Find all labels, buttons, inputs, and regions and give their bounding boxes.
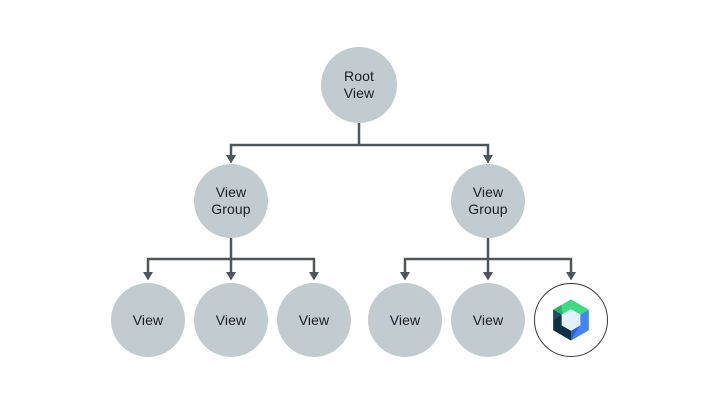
node-view-group-right: View Group <box>451 164 525 238</box>
node-view-4: View <box>368 283 442 357</box>
node-view-2: View <box>194 283 268 357</box>
node-label: View <box>132 311 164 328</box>
arrowhead-icon <box>143 272 153 281</box>
node-label: View <box>215 311 247 328</box>
arrowhead-icon <box>566 272 576 281</box>
compose-logo-left-shade <box>553 309 563 321</box>
node-root-view: Root View <box>321 47 397 123</box>
arrowhead-icon <box>309 272 319 281</box>
compose-logo-top-shade <box>553 304 563 316</box>
jetpack-compose-icon <box>553 299 589 341</box>
connector-root-rail <box>229 143 490 156</box>
arrowhead-icon <box>400 272 410 281</box>
node-label: View <box>389 311 421 328</box>
compose-logo-inner-hexagon <box>561 309 581 331</box>
node-label: View Group <box>211 184 251 217</box>
node-label: View <box>472 311 504 328</box>
arrowhead-icon <box>226 272 236 281</box>
arrowhead-icon <box>483 155 493 164</box>
node-label: View <box>298 311 330 328</box>
node-compose <box>534 283 608 357</box>
arrowhead-icon <box>483 272 493 281</box>
node-view-group-left: View Group <box>194 164 268 238</box>
node-label: View Group <box>468 184 508 217</box>
node-view-5: View <box>451 283 525 357</box>
arrowhead-icon <box>226 155 236 164</box>
node-view-1: View <box>111 283 185 357</box>
node-view-3: View <box>277 283 351 357</box>
node-label: Root View <box>343 68 375 101</box>
